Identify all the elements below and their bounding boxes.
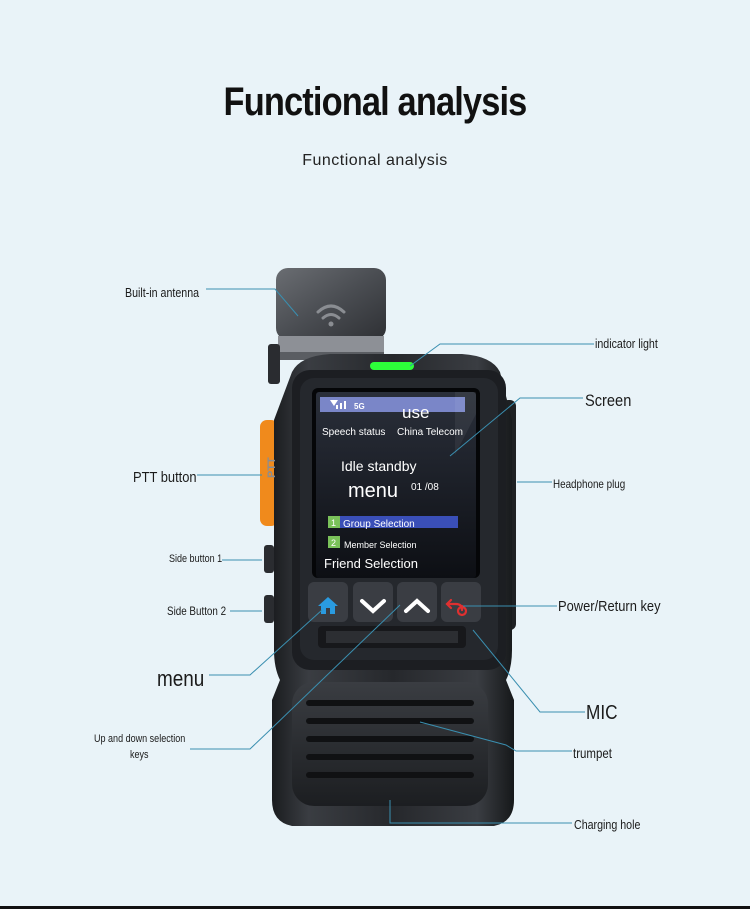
screen-item1-num: 1 (331, 518, 336, 528)
indicator-light (370, 362, 414, 370)
home-icon (318, 597, 338, 614)
power-return-icon (445, 598, 468, 617)
signal-icon (330, 400, 346, 409)
page-subtitle: Functional analysis (302, 152, 448, 169)
label-headphone: Headphone plug (553, 477, 626, 491)
label-mic: MIC (586, 702, 618, 724)
label-updown-1: Up and down selection (94, 733, 186, 745)
label-trumpet: trumpet (573, 745, 612, 761)
screen-item1: Group Selection (343, 519, 415, 530)
screen-operator: China Telecom (397, 427, 463, 438)
label-menu: menu (157, 666, 205, 691)
label-updown-2: keys (130, 749, 149, 761)
ptt-button-shape (260, 420, 278, 526)
chevron-up-icon (404, 598, 430, 613)
screen-signal: 5G (354, 402, 365, 411)
label-side-1: Side button 1 (169, 553, 223, 565)
label-antenna: Built-in antenna (125, 285, 200, 300)
leader-lines (190, 288, 594, 824)
label-indicator: indicator light (595, 336, 658, 351)
wifi-icon (316, 304, 346, 327)
screen-item2: Member Selection (344, 540, 417, 550)
label-screen: Screen (585, 391, 632, 410)
screen-idle: Idle standby (341, 458, 417, 474)
screen-speech-status: Speech status (322, 427, 385, 438)
label-ptt: PTT button (133, 469, 197, 486)
screen-menu: menu (348, 480, 398, 502)
screen-item2-num: 2 (331, 538, 336, 548)
page-title: Functional analysis (223, 80, 528, 124)
label-power: Power/Return key (558, 598, 661, 615)
label-side-2: Side Button 2 (167, 604, 227, 618)
bottom-divider (0, 906, 750, 909)
ptt-side-text: PTT (266, 457, 278, 478)
screen-use: use (402, 403, 429, 422)
screen-item3: Friend Selection (324, 556, 418, 571)
screen-page: 01 /08 (411, 482, 439, 493)
chevron-down-icon (360, 599, 386, 614)
label-charging: Charging hole (574, 817, 641, 832)
